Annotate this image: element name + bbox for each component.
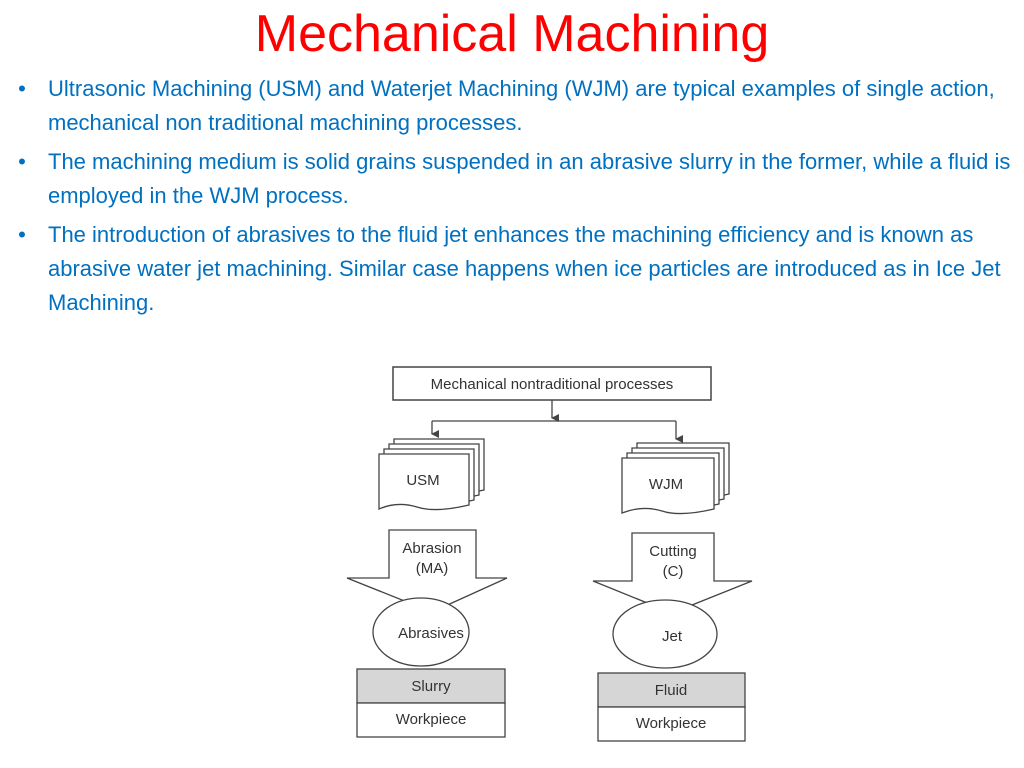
bullet-marker: • [18,149,26,174]
wjm-label: WJM [649,476,683,493]
abrasives-ellipse [372,597,470,667]
left-workpiece-label: Workpiece [396,711,467,728]
right-workpiece-label: Workpiece [636,715,707,732]
jet-label: Jet [662,628,683,645]
abrasion-arrow [346,529,508,613]
bullet-item: • Ultrasonic Machining (USM) and Waterje… [10,72,1016,140]
slide-title: Mechanical Machining [254,5,770,63]
root-box [392,366,712,401]
bullet-text: Ultrasonic Machining (USM) and Waterjet … [48,76,995,135]
usm-label: USM [406,472,439,489]
right-workpiece-box [597,706,746,742]
fluid-label: Fluid [655,682,688,699]
abrasives-label: Abrasives [398,625,464,642]
cutting-code: (C) [663,563,684,580]
cutting-arrow [592,532,753,614]
jet-ellipse [612,599,718,669]
bullet-marker: • [18,76,26,101]
abrasion-code: (MA) [416,560,449,577]
bullet-marker: • [18,222,26,247]
slurry-box [356,668,506,704]
left-workpiece-box [356,702,506,738]
bullet-item: • The machining medium is solid grains s… [10,145,1016,213]
fluid-box [597,672,746,708]
bullet-text: The machining medium is solid grains sus… [48,149,1011,208]
bullet-list: • Ultrasonic Machining (USM) and Waterje… [10,72,1016,325]
root-label: Mechanical nontraditional processes [431,376,674,393]
slurry-label: Slurry [411,678,451,695]
wjm-document-stack [621,442,730,515]
root-connector [431,400,683,443]
abrasion-label: Abrasion [402,540,461,557]
bullet-text: The introduction of abrasives to the flu… [48,222,1001,315]
usm-document-stack [378,438,485,511]
cutting-label: Cutting [649,543,697,560]
bullet-item: • The introduction of abrasives to the f… [10,218,1016,320]
